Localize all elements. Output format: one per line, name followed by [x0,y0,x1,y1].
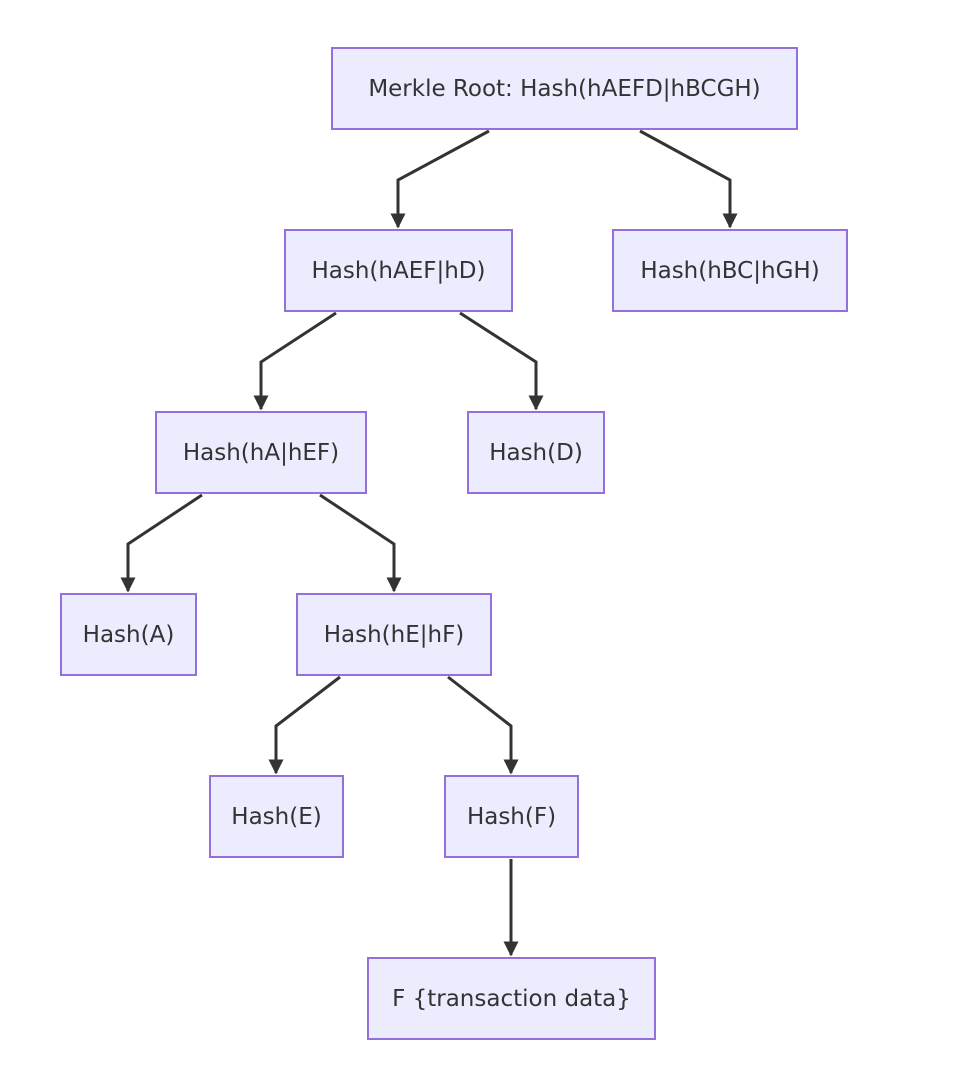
node-label: Hash(D) [489,439,583,466]
hash-f-node: Hash(F) [444,775,579,858]
transaction-data-node: F {transaction data} [367,957,656,1040]
hash-d-node: Hash(D) [467,411,605,494]
edge-hash-aef-d-to-hash-d [459,311,544,411]
hash-e-node: Hash(E) [209,775,344,858]
node-label: Hash(E) [231,803,322,830]
hash-bc-gh-node: Hash(hBC|hGH) [612,229,848,312]
edge-root-to-hash-bc-gh [639,129,738,229]
node-label: Hash(hAEF|hD) [311,257,486,284]
hash-aef-d-node: Hash(hAEF|hD) [284,229,513,312]
node-label: Hash(A) [82,621,175,648]
edge-hash-a-ef-to-hash-a [120,493,203,593]
node-label: Hash(hE|hF) [323,621,465,648]
node-label: F {transaction data} [392,985,631,1012]
edge-root-to-hash-aef-d [390,129,490,229]
merkle-root-node: Merkle Root: Hash(hAEFD|hBCGH) [331,47,798,130]
hash-a-ef-node: Hash(hA|hEF) [155,411,367,494]
node-label: Hash(hBC|hGH) [640,257,820,284]
edge-hash-e-f-to-hash-f [447,675,519,775]
edge-hash-aef-d-to-hash-a-ef [253,311,337,411]
hash-a-node: Hash(A) [60,593,197,676]
hash-e-f-node: Hash(hE|hF) [296,593,492,676]
node-label: Merkle Root: Hash(hAEFD|hBCGH) [368,75,761,102]
edge-hash-a-ef-to-hash-e-f [319,493,402,593]
node-label: Hash(hA|hEF) [182,439,340,466]
edge-hash-e-f-to-hash-e [268,675,341,775]
node-label: Hash(F) [466,803,557,830]
